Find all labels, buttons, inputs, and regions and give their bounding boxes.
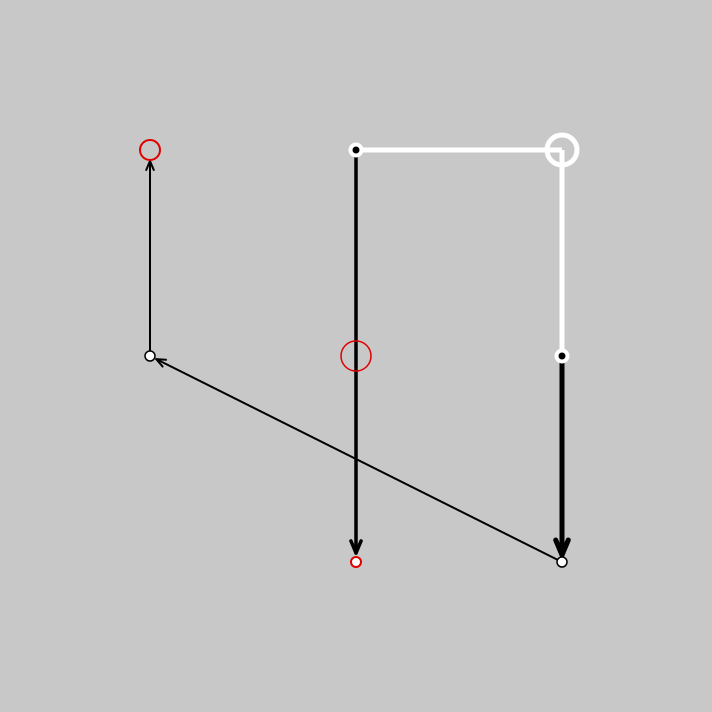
nodes-layer	[139, 132, 580, 568]
node-mid-top	[348, 142, 364, 158]
edge-n-right-bottom-to-n-left-mid	[155, 358, 563, 563]
node-left-top	[139, 139, 161, 161]
arrowhead-icon	[155, 358, 168, 368]
edge-n-right-mid-to-n-right-bottom	[553, 353, 571, 558]
node-right-mid	[554, 348, 570, 364]
edge-line	[155, 358, 563, 563]
edge-n-mid-top-to-n-mid-bottom	[349, 148, 363, 555]
node-right-bottom	[556, 556, 568, 568]
arrowhead-icon	[349, 539, 363, 555]
arrowhead-icon	[553, 537, 571, 558]
node-mid-mid	[340, 340, 372, 372]
node-left-mid	[144, 350, 156, 362]
node-mid-bottom	[350, 556, 362, 568]
node-right-top	[544, 132, 580, 168]
